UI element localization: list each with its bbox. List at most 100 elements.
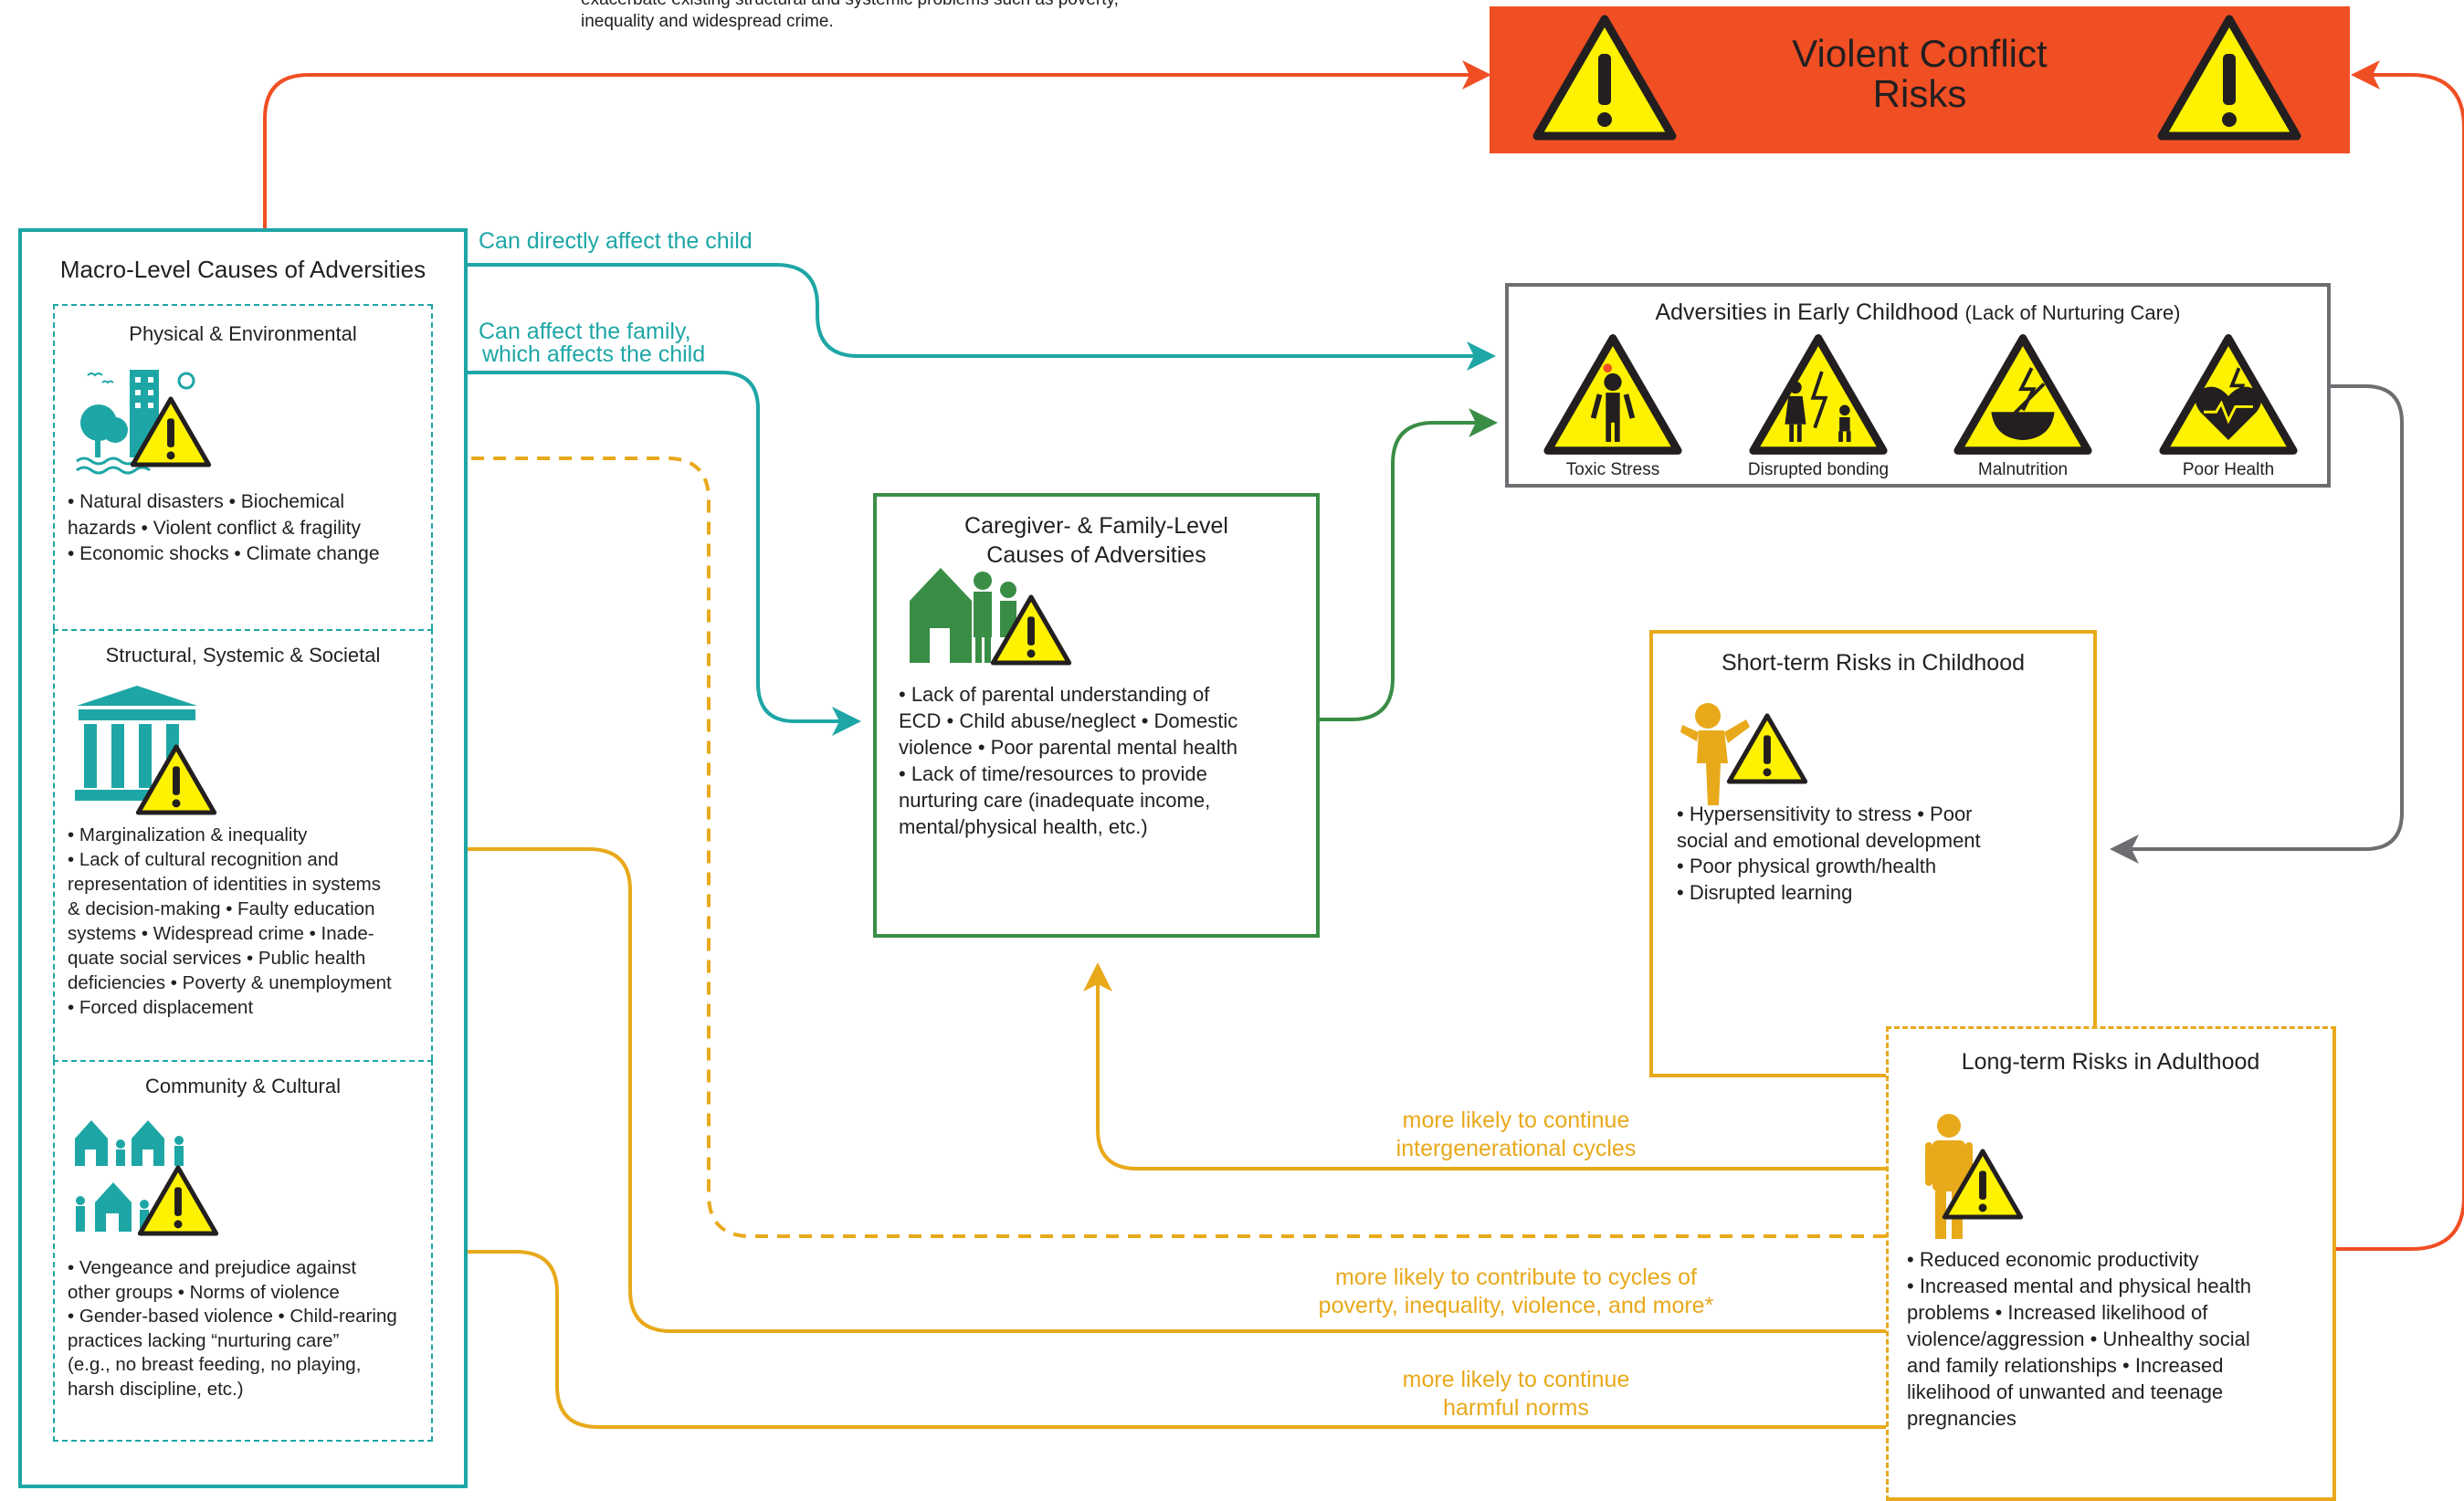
- long-term-bullets: • Reduced economic productivity • Increa…: [1907, 1246, 2251, 1432]
- structural-systemic-panel: Structural, Systemic & Societal • Margin…: [53, 629, 433, 1060]
- caregiver-title-line: Caregiver- & Family-Level: [964, 513, 1228, 539]
- toxic-stress-warning-icon: [1543, 334, 1682, 455]
- toxic-stress-item: Toxic Stress: [1522, 332, 1704, 479]
- label-line: more likely to contribute to cycles of: [1335, 1265, 1697, 1290]
- warning-icon: [130, 396, 212, 467]
- caregiver-title: Caregiver- & Family-Level Causes of Adve…: [877, 511, 1316, 570]
- label-line: more likely to continue: [1402, 1367, 1630, 1392]
- arrow-intergenerational: [1083, 962, 1886, 1170]
- warning-icon: [1726, 713, 1808, 784]
- connector-layer: [263, 60, 2464, 1429]
- label-line: poverty, inequality, violence, and more*: [1318, 1293, 1714, 1318]
- bullet-line: problems • Increased likelihood of: [1907, 1301, 2208, 1324]
- short-term-title: Short-term Risks in Childhood: [1721, 650, 2026, 676]
- community-title: Community & Cultural: [145, 1075, 341, 1097]
- early-childhood-box: Adversities in Early Childhood (Lack of …: [1505, 283, 2331, 488]
- disrupted-bonding-warning-icon: [1749, 334, 1888, 455]
- warning-icon: [1532, 15, 1677, 141]
- bullet-line: social and emotional development: [1677, 828, 1981, 852]
- bullet-line: • Poor physical growth/health: [1677, 855, 1937, 877]
- bullet-line: representation of identities in systems: [68, 874, 381, 895]
- bullet-line: violence • Poor parental mental health: [899, 736, 1237, 759]
- community-houses-icon: [75, 1120, 184, 1232]
- poor-health-label: Poor Health: [2182, 460, 2275, 479]
- disrupted-bonding-item: Disrupted bonding: [1727, 332, 1910, 479]
- bullet-line: (e.g., no breast feeding, no playing,: [68, 1354, 362, 1375]
- bullet-line: • Lack of cultural recognition and: [68, 849, 339, 870]
- early-childhood-heading: Adversities in Early Childhood (Lack of …: [1509, 299, 2327, 326]
- bullet-line: • Lack of parental understanding of: [899, 683, 1210, 706]
- arrow-caregiver-to-childhood: [1320, 408, 1498, 721]
- label-line: intergenerational cycles: [1395, 1136, 1637, 1161]
- bullet-line: • Increased mental and physical health: [1907, 1275, 2252, 1297]
- label-poverty-cycles: more likely to contribute to cycles of p…: [1279, 1264, 1753, 1320]
- top-note: exacerbate existing structural and syste…: [581, 0, 1119, 33]
- community-bullets: • Vengeance and prejudice against other …: [68, 1256, 397, 1401]
- bullet-line: systems • Widespread crime • Inade-: [68, 923, 374, 944]
- child-figure-icon: [1680, 703, 1750, 805]
- physical-environmental-panel: Physical & Environmental • Natural disas…: [53, 304, 433, 629]
- warning-icon: [1942, 1149, 2024, 1220]
- arrow-direct-affect-child: [468, 263, 1496, 371]
- bullet-line: • Forced displacement: [68, 997, 254, 1018]
- arrow-harmful-norms: [435, 1237, 1886, 1429]
- violent-conflict-title-2: Risks: [1872, 72, 1967, 115]
- malnutrition-label: Malnutrition: [1977, 460, 2069, 479]
- label-line: more likely to continue: [1402, 1107, 1630, 1133]
- arrow-poverty-cycles: [435, 834, 1886, 1333]
- warning-icon: [2157, 15, 2301, 141]
- bullet-line: other groups • Norms of violence: [68, 1281, 340, 1303]
- caregiver-title-line: Causes of Adversities: [986, 542, 1206, 568]
- label-direct-affect-child: Can directly affect the child: [479, 228, 753, 254]
- bullet-line: • Reduced economic productivity: [1907, 1248, 2199, 1271]
- arrow-childhood-to-shortterm: [2110, 384, 2404, 864]
- arrow-macro-to-conflict: [263, 60, 1491, 228]
- top-note-line: exacerbate existing structural and syste…: [581, 0, 1119, 11]
- label-line: harmful norms: [1443, 1395, 1589, 1421]
- toxic-stress-label: Toxic Stress: [1565, 460, 1660, 479]
- bullet-line: quate social services • Public health: [68, 948, 366, 969]
- long-term-title: Long-term Risks in Adulthood: [1961, 1049, 2260, 1075]
- community-cultural-panel: Community & Cultural • Vengeance and pre…: [53, 1060, 433, 1442]
- bullet-line: & decision-making • Faulty education: [68, 898, 375, 919]
- long-term-risks-box: Long-term Risks in Adulthood • Reduced e…: [1886, 1026, 2336, 1501]
- physical-bullets: • Natural disasters • Biochemical hazard…: [68, 489, 380, 568]
- macro-level-title: Macro-Level Causes of Adversities: [59, 256, 426, 283]
- bullet-line: nurturing care (inadequate income,: [899, 789, 1211, 812]
- bullet-line: • Marginalization & inequality: [68, 824, 308, 845]
- bullet-line: mental/physical health, etc.): [899, 815, 1148, 838]
- label-intergenerational: more likely to continue intergenerationa…: [1333, 1107, 1699, 1163]
- bullet-line: • Gender-based violence • Child-rearing: [68, 1306, 397, 1327]
- caregiver-family-box: Caregiver- & Family-Level Causes of Adve…: [873, 493, 1320, 938]
- bullet-line: ECD • Child abuse/neglect • Domestic: [899, 709, 1238, 732]
- label-harmful-norms: more likely to continue harmful norms: [1333, 1366, 1699, 1422]
- bullet-line: • Lack of time/resources to provide: [899, 762, 1207, 785]
- bullet-line: • Disrupted learning: [1677, 880, 1853, 904]
- structural-bullets: • Marginalization & inequality • Lack of…: [68, 823, 392, 1020]
- bullet-line: • Natural disasters • Biochemical: [68, 491, 344, 512]
- short-term-bullets: • Hypersensitivity to stress • Poor soci…: [1677, 802, 1981, 906]
- bullet-line: deficiencies • Poverty & unemployment: [68, 972, 392, 993]
- caregiver-bullets: • Lack of parental understanding of ECD …: [899, 681, 1237, 840]
- bullet-line: • Economic shocks • Climate change: [68, 543, 380, 564]
- bullet-line: harsh discipline, etc.): [68, 1378, 244, 1400]
- bullet-line: • Vengeance and prejudice against: [68, 1257, 357, 1278]
- top-note-line: inequality and widespread crime.: [581, 12, 834, 31]
- bullet-line: likelihood of unwanted and teenage: [1907, 1380, 2224, 1403]
- early-childhood-title: Adversities in Early Childhood: [1655, 299, 1959, 325]
- arrow-adulthood-to-conflict: [2336, 60, 2464, 1251]
- label-affect-family: Can affect the family, which affects the…: [479, 320, 705, 366]
- malnutrition-warning-icon: [1953, 334, 2092, 455]
- warning-icon: [137, 1165, 219, 1236]
- violent-conflict-title: Violent Conflict: [1792, 32, 2048, 75]
- poor-health-warning-icon: [2159, 334, 2298, 455]
- malnutrition-item: Malnutrition: [1932, 332, 2114, 479]
- city-nature-icon: [76, 370, 195, 475]
- bullet-line: practices lacking “nurturing care”: [68, 1329, 340, 1351]
- bullet-line: pregnancies: [1907, 1407, 2016, 1430]
- bullet-line: hazards • Violent conflict & fragility: [68, 517, 361, 539]
- bullet-line: • Hypersensitivity to stress • Poor: [1677, 803, 1973, 825]
- arrow-affect-family: [468, 371, 861, 736]
- macro-level-box: Macro-Level Causes of Adversities Physic…: [18, 228, 468, 1488]
- violent-conflict-box: Violent Conflict Risks: [1490, 6, 2350, 153]
